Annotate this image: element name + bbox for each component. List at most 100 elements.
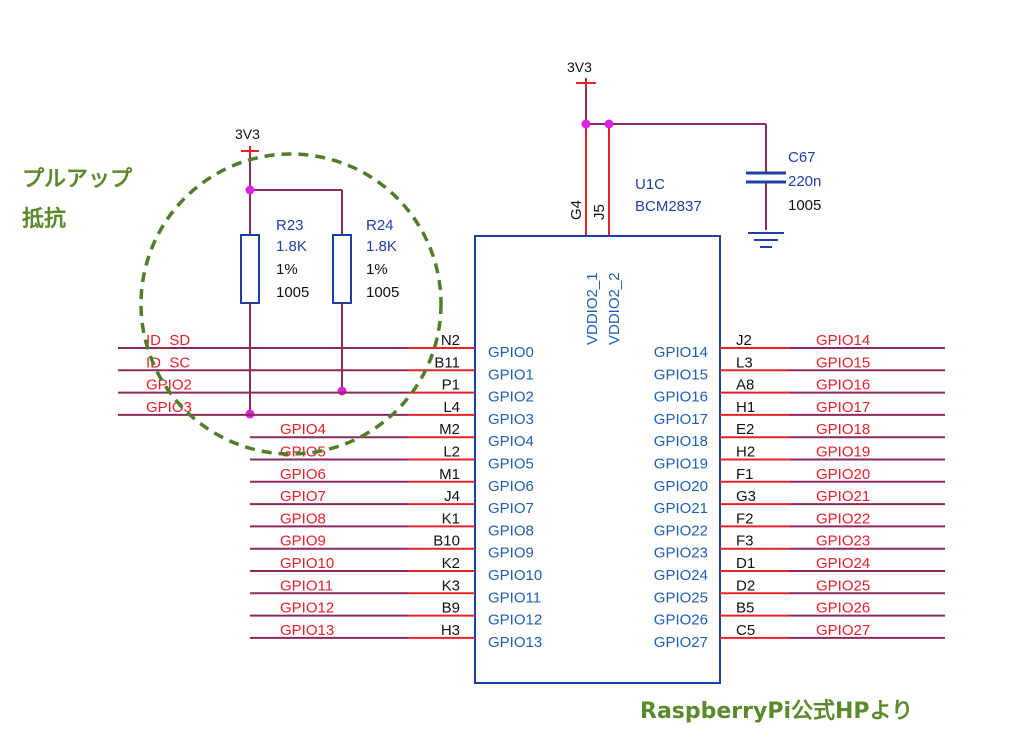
net-label: GPIO18 bbox=[816, 421, 870, 438]
pullup-annotation-line1: プルアップ bbox=[22, 167, 133, 192]
pin-name: GPIO2 bbox=[488, 389, 534, 406]
net-label: GPIO16 bbox=[816, 377, 870, 394]
junction-dot bbox=[245, 185, 255, 195]
svg-text:1%: 1% bbox=[276, 261, 298, 278]
pullup-highlight-circle bbox=[139, 152, 443, 456]
pin-name: GPIO22 bbox=[654, 522, 708, 539]
junction-dot bbox=[581, 119, 591, 129]
net-label: GPIO26 bbox=[816, 600, 870, 617]
net-label: GPIO10 bbox=[280, 555, 334, 572]
pin-num-g4: G4 bbox=[568, 200, 585, 220]
svg-text:C67: C67 bbox=[788, 149, 816, 166]
pin-number: L4 bbox=[443, 399, 460, 416]
pin-number: K1 bbox=[442, 510, 460, 527]
svg-text:3V3: 3V3 bbox=[235, 126, 260, 142]
pin-number: B9 bbox=[442, 600, 460, 617]
pin-name-vddio2-1: VDDIO2_1 bbox=[584, 272, 601, 345]
pin-name: GPIO0 bbox=[488, 344, 534, 361]
chip-u1c-label: U1C BCM2837 bbox=[635, 176, 702, 215]
pin-name: GPIO4 bbox=[488, 433, 534, 450]
junction-dot bbox=[604, 119, 614, 129]
pin-number: F1 bbox=[736, 466, 754, 483]
net-label: GPIO15 bbox=[816, 354, 870, 371]
pin-name: GPIO14 bbox=[654, 344, 708, 361]
pin-number: L2 bbox=[443, 444, 460, 461]
pin-number: D2 bbox=[736, 577, 755, 594]
svg-text:1.8K: 1.8K bbox=[276, 238, 307, 255]
svg-text:1%: 1% bbox=[366, 261, 388, 278]
pin-name: GPIO7 bbox=[488, 500, 534, 517]
svg-text:1005: 1005 bbox=[276, 284, 309, 301]
pin-number: H1 bbox=[736, 399, 755, 416]
pin-number: C5 bbox=[736, 622, 755, 639]
pin-number: F3 bbox=[736, 533, 754, 550]
pin-number: K3 bbox=[442, 577, 460, 594]
pin-name: GPIO23 bbox=[654, 545, 708, 562]
svg-text:1.8K: 1.8K bbox=[366, 238, 397, 255]
pin-number: D1 bbox=[736, 555, 755, 572]
net-label: GPIO19 bbox=[816, 444, 870, 461]
right-3v3-power-symbol: 3V3 bbox=[567, 59, 596, 88]
capacitor-c67-symbol bbox=[746, 171, 786, 184]
pin-name: GPIO25 bbox=[654, 589, 708, 606]
pin-name: GPIO1 bbox=[488, 366, 534, 383]
pin-number: H2 bbox=[736, 444, 755, 461]
pin-name: GPIO8 bbox=[488, 522, 534, 539]
pin-number: L3 bbox=[736, 354, 753, 371]
resistor-r23-body bbox=[240, 234, 260, 304]
net-label: GPIO17 bbox=[816, 399, 870, 416]
svg-text:1005: 1005 bbox=[788, 197, 821, 214]
pin-number: B11 bbox=[434, 354, 460, 371]
pin-number: K2 bbox=[442, 555, 460, 572]
svg-text:220n: 220n bbox=[788, 173, 821, 190]
resistor-r24-label: R24 1.8K 1% 1005 bbox=[366, 217, 399, 301]
pin-number: B5 bbox=[736, 600, 754, 617]
junction-dot bbox=[337, 386, 347, 396]
net-label: GPIO14 bbox=[816, 332, 870, 349]
pin-number: H3 bbox=[441, 622, 460, 639]
resistor-r24-body bbox=[332, 234, 352, 304]
pin-name: GPIO15 bbox=[654, 366, 708, 383]
pin-number: M1 bbox=[439, 466, 460, 483]
pin-name: GPIO16 bbox=[654, 389, 708, 406]
net-label: GPIO24 bbox=[816, 555, 870, 572]
svg-text:1005: 1005 bbox=[366, 284, 399, 301]
pin-number: P1 bbox=[442, 377, 460, 394]
pin-number: M2 bbox=[439, 421, 460, 438]
pin-number: G3 bbox=[736, 488, 756, 505]
pin-number: J4 bbox=[444, 488, 460, 505]
pin-number: N2 bbox=[441, 332, 460, 349]
left-3v3-power-symbol: 3V3 bbox=[235, 126, 260, 156]
net-label: GPIO8 bbox=[280, 510, 326, 527]
pin-number: E2 bbox=[736, 421, 754, 438]
net-label: GPIO9 bbox=[280, 533, 326, 550]
net-label: ID_SC bbox=[146, 354, 190, 371]
pin-num-j5: J5 bbox=[591, 204, 608, 220]
pin-name: GPIO21 bbox=[654, 500, 708, 517]
pin-number: F2 bbox=[736, 510, 754, 527]
pin-name: GPIO19 bbox=[654, 456, 708, 473]
pin-name: GPIO9 bbox=[488, 545, 534, 562]
net-label: GPIO25 bbox=[816, 577, 870, 594]
pin-number: J2 bbox=[736, 332, 752, 349]
vddio-wires bbox=[585, 88, 767, 230]
pin-number: A8 bbox=[736, 377, 754, 394]
pin-name: GPIO12 bbox=[488, 612, 542, 629]
net-label: GPIO23 bbox=[816, 533, 870, 550]
svg-text:R24: R24 bbox=[366, 217, 394, 234]
net-label: GPIO27 bbox=[816, 622, 870, 639]
svg-text:R23: R23 bbox=[276, 217, 304, 234]
net-label: GPIO4 bbox=[280, 421, 326, 438]
net-label: GPIO6 bbox=[280, 466, 326, 483]
pin-name: GPIO26 bbox=[654, 612, 708, 629]
pin-name: GPIO3 bbox=[488, 411, 534, 428]
net-label: GPIO13 bbox=[280, 622, 334, 639]
pullup-annotation-line2: 抵抗 bbox=[22, 206, 66, 232]
pin-name: GPIO24 bbox=[654, 567, 708, 584]
capacitor-c67-label: C67 220n 1005 bbox=[788, 149, 821, 214]
net-label: ID_SD bbox=[146, 332, 190, 349]
pin-name: GPIO6 bbox=[488, 478, 534, 495]
pin-number: B10 bbox=[433, 533, 460, 550]
